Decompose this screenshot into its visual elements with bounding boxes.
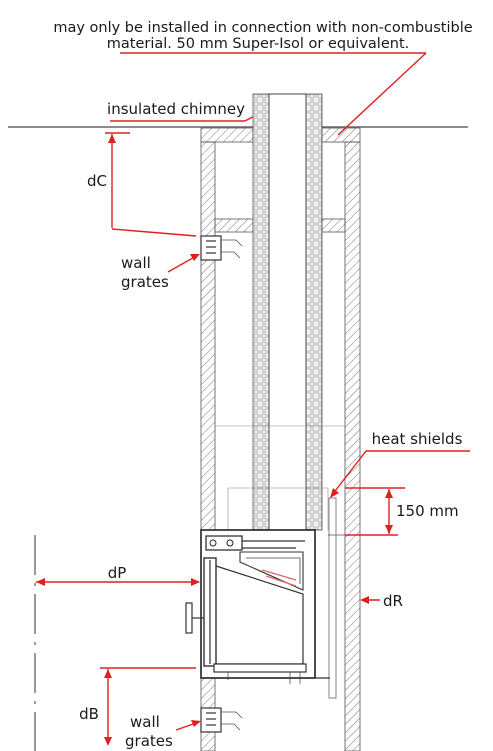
caption-leader-arrow xyxy=(337,52,427,136)
intermediate-slab-right xyxy=(321,218,346,233)
dC-extension-line-bottom xyxy=(111,228,197,237)
insulated-chimney-label: insulated chimney xyxy=(107,100,245,118)
wall-grates-bottom-label-1: wall xyxy=(130,713,160,731)
dC-arrow-top xyxy=(108,134,116,143)
intermediate-slab-left xyxy=(214,218,254,233)
heat-shields-label: heat shields xyxy=(372,430,463,448)
chimney-insulation-left xyxy=(252,93,270,531)
heat-shield-plate xyxy=(328,497,337,699)
wall-grates-bottom-arrow xyxy=(191,720,201,727)
heat-shields-arrow xyxy=(330,488,339,498)
chimney-insulation-right xyxy=(305,93,323,531)
dB-arrow-top xyxy=(104,669,112,678)
dP-arrow-left xyxy=(36,578,45,586)
dB-label: dB xyxy=(79,705,99,723)
wall-grates-bottom-label-2: grates xyxy=(125,732,173,750)
ceiling-slab-left xyxy=(200,127,254,143)
enclosure-wall-right xyxy=(344,141,361,751)
wall-grate-bottom xyxy=(200,707,243,733)
dC-label: dC xyxy=(87,172,107,190)
wall-grate-top xyxy=(200,235,243,261)
dim150-arrow-top xyxy=(385,489,393,498)
dP-arrow-right xyxy=(191,578,200,586)
caption-line-1: may only be installed in connection with… xyxy=(53,20,472,36)
dR-label: dR xyxy=(383,592,403,610)
heat-shields-leader-arrow xyxy=(331,450,367,496)
caption-line-2: material. 50 mm Super-Isol or equivalent… xyxy=(107,36,409,52)
dim-150mm-label: 150 mm xyxy=(396,502,459,520)
dim150-arrow-bottom xyxy=(385,525,393,534)
ceiling-slab-right xyxy=(321,127,361,143)
wall-grates-top-label-1: wall xyxy=(121,254,151,272)
dP-label: dP xyxy=(108,564,127,582)
fireplace-insert xyxy=(185,529,330,684)
wall-grates-top-arrow xyxy=(190,254,200,261)
chimney-flue xyxy=(268,93,307,533)
wall-grates-top-label-2: grates xyxy=(121,273,169,291)
dB-arrow-bottom xyxy=(104,737,112,746)
